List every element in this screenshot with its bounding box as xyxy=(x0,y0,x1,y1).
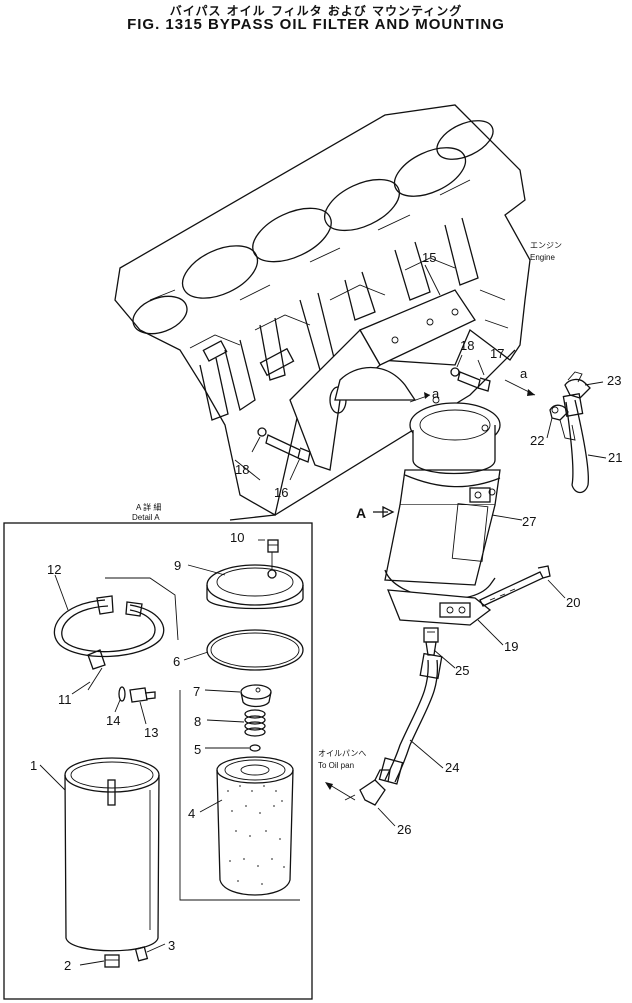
bolt-16 xyxy=(257,427,311,481)
bolt-10 xyxy=(267,539,279,553)
callout-20: 20 xyxy=(566,595,580,610)
o-ring-6 xyxy=(206,629,304,671)
callout-9: 9 xyxy=(174,558,181,573)
callout-3: 3 xyxy=(168,938,175,953)
elbow-22 xyxy=(549,404,576,441)
hose-24 xyxy=(378,652,443,785)
plug-3 xyxy=(134,946,149,962)
engine-block xyxy=(114,104,531,521)
adapter-25 xyxy=(423,627,439,656)
detail-a-box xyxy=(3,522,313,1000)
filter-element-4 xyxy=(216,756,294,896)
cover-9 xyxy=(206,552,304,610)
callout-4: 4 xyxy=(188,806,195,821)
callout-18-lower: 18 xyxy=(235,462,249,477)
bolt-17 xyxy=(450,354,491,392)
callout-19: 19 xyxy=(504,639,518,654)
view-arrow-a xyxy=(373,505,395,519)
callout-27: 27 xyxy=(522,514,536,529)
hose-21 xyxy=(562,393,589,494)
valve-7 xyxy=(240,684,272,708)
bolt-13 xyxy=(129,687,156,703)
oil-pan-label-jp: オイルパンへ xyxy=(318,749,366,758)
callout-11: 11 xyxy=(58,692,72,707)
washer-5 xyxy=(249,744,261,752)
callout-17: 17 xyxy=(490,346,504,361)
drain-plug-2 xyxy=(104,954,120,968)
callout-2: 2 xyxy=(64,958,71,973)
callout-5: 5 xyxy=(194,742,201,757)
section-arrow-a xyxy=(409,379,536,403)
nut-11 xyxy=(87,667,103,691)
detail-label-jp: A 詳 細 xyxy=(136,502,161,512)
callout-22: 22 xyxy=(530,433,544,448)
washer-18-lower xyxy=(251,436,261,453)
oil-pan-label-en: To Oil pan xyxy=(318,761,354,770)
callout-12: 12 xyxy=(47,562,61,577)
callout-6: 6 xyxy=(173,654,180,669)
callout-18-upper: 18 xyxy=(460,338,474,353)
callout-10: 10 xyxy=(230,530,244,545)
mounting-bracket xyxy=(289,289,476,471)
callout-23: 23 xyxy=(607,373,621,388)
callout-16: 16 xyxy=(274,485,288,500)
leader-lines xyxy=(39,264,607,966)
washer-14 xyxy=(118,686,126,702)
detail-label-en: Detail A xyxy=(132,513,160,522)
callout-25: 25 xyxy=(455,663,469,678)
callout-26: 26 xyxy=(397,822,411,837)
view-a-label: A xyxy=(356,505,366,521)
figure-title: FIG. 1315 BYPASS OIL FILTER AND MOUNTING xyxy=(127,16,505,33)
japanese-title: バイパス オイル フィルタ および マウンティング xyxy=(169,4,463,18)
callout-24: 24 xyxy=(445,760,459,775)
spring-8 xyxy=(244,709,266,737)
element-group-bracket xyxy=(179,690,300,901)
bypass-filter-assembly xyxy=(384,396,501,626)
callout-13: 13 xyxy=(144,725,158,740)
case-1 xyxy=(64,757,160,952)
bolt-20 xyxy=(479,565,551,607)
callout-14: 14 xyxy=(106,713,120,728)
callout-8: 8 xyxy=(194,714,201,729)
callout-21: 21 xyxy=(608,450,622,465)
engine-label-en: Engine xyxy=(530,253,555,262)
section-a-label-2: a xyxy=(520,366,528,381)
elbow-26 xyxy=(325,769,391,806)
band-clamp-12 xyxy=(53,577,179,670)
callout-15: 15 xyxy=(422,250,436,265)
callout-1: 1 xyxy=(30,758,37,773)
engine-label-jp: エンジン xyxy=(530,241,562,250)
elbow-23 xyxy=(564,371,591,399)
callout-7: 7 xyxy=(193,684,200,699)
section-a-label-1: a xyxy=(432,386,440,401)
